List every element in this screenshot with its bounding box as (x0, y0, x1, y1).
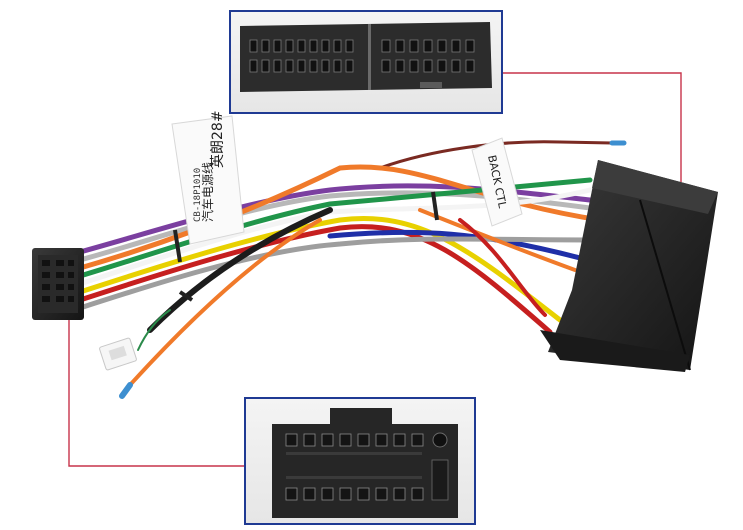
main-label-tag: 英朗28# 汽车电源线 CB-18P1010 (171, 110, 245, 245)
left-connector (32, 248, 84, 320)
callout-lines (68, 72, 682, 467)
top-inset-latch (420, 82, 442, 88)
back-ctl-tag: BACK CTL (471, 137, 523, 227)
top-inset-pins-right (381, 39, 475, 73)
cable-tie-left (173, 229, 182, 263)
bottom-inset-pins-bottom (285, 487, 424, 501)
main-label-code: CB-18P1010 (193, 168, 203, 222)
wire-brown (378, 140, 614, 170)
back-ctl-tag-shape (471, 137, 523, 227)
left-connector-pins (42, 260, 74, 302)
callout-bottom (68, 320, 245, 467)
right-connector-base (540, 330, 690, 372)
bottom-inset-pins-top (285, 433, 424, 447)
small-white-connector (99, 337, 137, 371)
right-connector-top-face (592, 160, 718, 214)
small-white-connector-slot (108, 345, 127, 361)
top-inset-connector-body (240, 22, 492, 92)
top-inset-pins-left (249, 39, 354, 73)
cable-ties (173, 191, 439, 302)
wire-bundle (77, 140, 627, 399)
wire-orange-branch (128, 218, 322, 387)
wire-blue (327, 229, 583, 261)
wire-tip-blue-2 (119, 382, 133, 399)
top-inset-connector-divider (368, 24, 371, 90)
cable-tie-mid (431, 191, 439, 221)
wire-red-2 (458, 218, 547, 317)
bottom-inset-connector-body (272, 408, 458, 518)
wire-yellow (77, 216, 563, 323)
wire-black-branch (147, 207, 333, 333)
right-connector (540, 160, 718, 372)
callout-top (502, 72, 682, 182)
bottom-inset-key-slot (431, 459, 449, 501)
right-connector-edge (639, 199, 691, 371)
main-label-shape (171, 115, 245, 245)
top-inset (229, 10, 503, 114)
bottom-inset (244, 397, 476, 525)
main-label-line2: 汽车电源线 (200, 162, 215, 222)
main-label-line1: 英朗28# (209, 110, 226, 168)
bottom-inset-ribs (286, 452, 422, 479)
wire-black-branch-2 (137, 309, 171, 351)
wire-red (77, 224, 553, 335)
bottom-inset-key-hole (432, 432, 448, 448)
cable-tie-branch (178, 290, 194, 302)
